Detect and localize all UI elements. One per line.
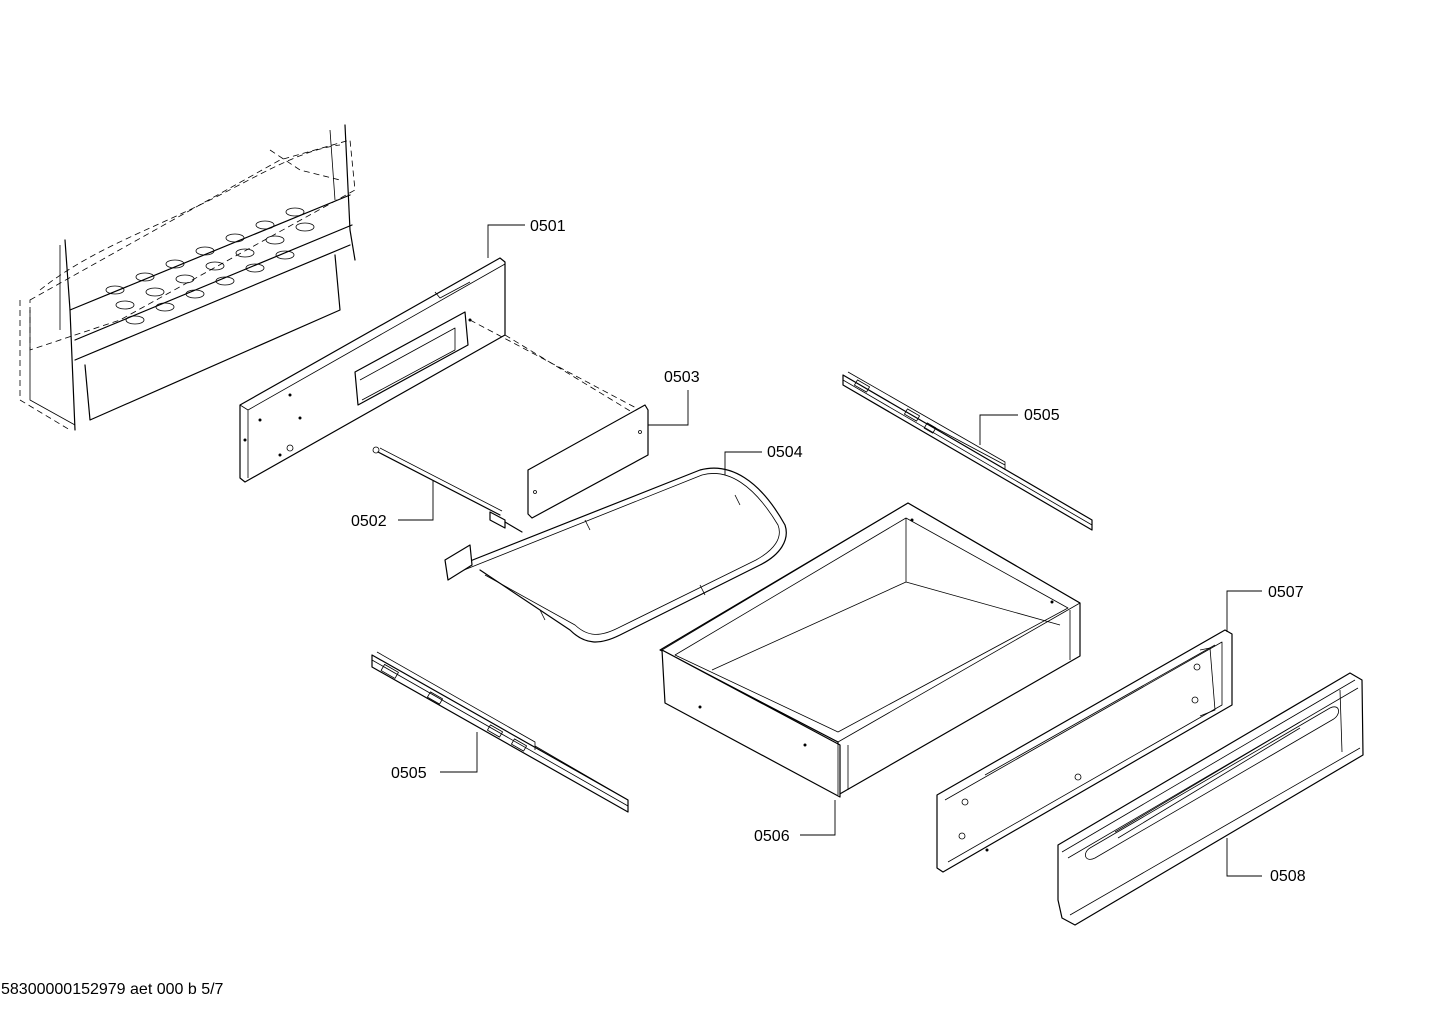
callout-0503: 0503 (664, 369, 700, 386)
callout-0505-right: 0505 (1024, 407, 1060, 424)
part-0501-back-panel (239, 257, 506, 483)
callout-0505-left: 0505 (391, 765, 427, 782)
callout-0507: 0507 (1268, 584, 1304, 601)
part-0506-drawer-box (659, 502, 1081, 798)
part-0505-right-rail (842, 371, 1093, 531)
part-0502-sensor (372, 446, 523, 533)
leader-lines (398, 224, 1262, 877)
callout-0502: 0502 (351, 513, 387, 530)
document-reference: 58300000152979 aet 000 b 5/7 (1, 981, 224, 998)
oven-frame-drawing (19, 124, 356, 431)
part-0503-cover-plate (527, 404, 649, 519)
part-0508-handle-front (1057, 672, 1364, 926)
part-0504-heating-element (444, 467, 787, 643)
callout-0506: 0506 (754, 828, 790, 845)
part-0507-inner-front-panel (936, 629, 1233, 873)
part-0505-left-rail (371, 651, 629, 813)
callout-0508: 0508 (1270, 868, 1306, 885)
callout-0504: 0504 (767, 444, 803, 461)
callout-0501: 0501 (530, 218, 566, 235)
